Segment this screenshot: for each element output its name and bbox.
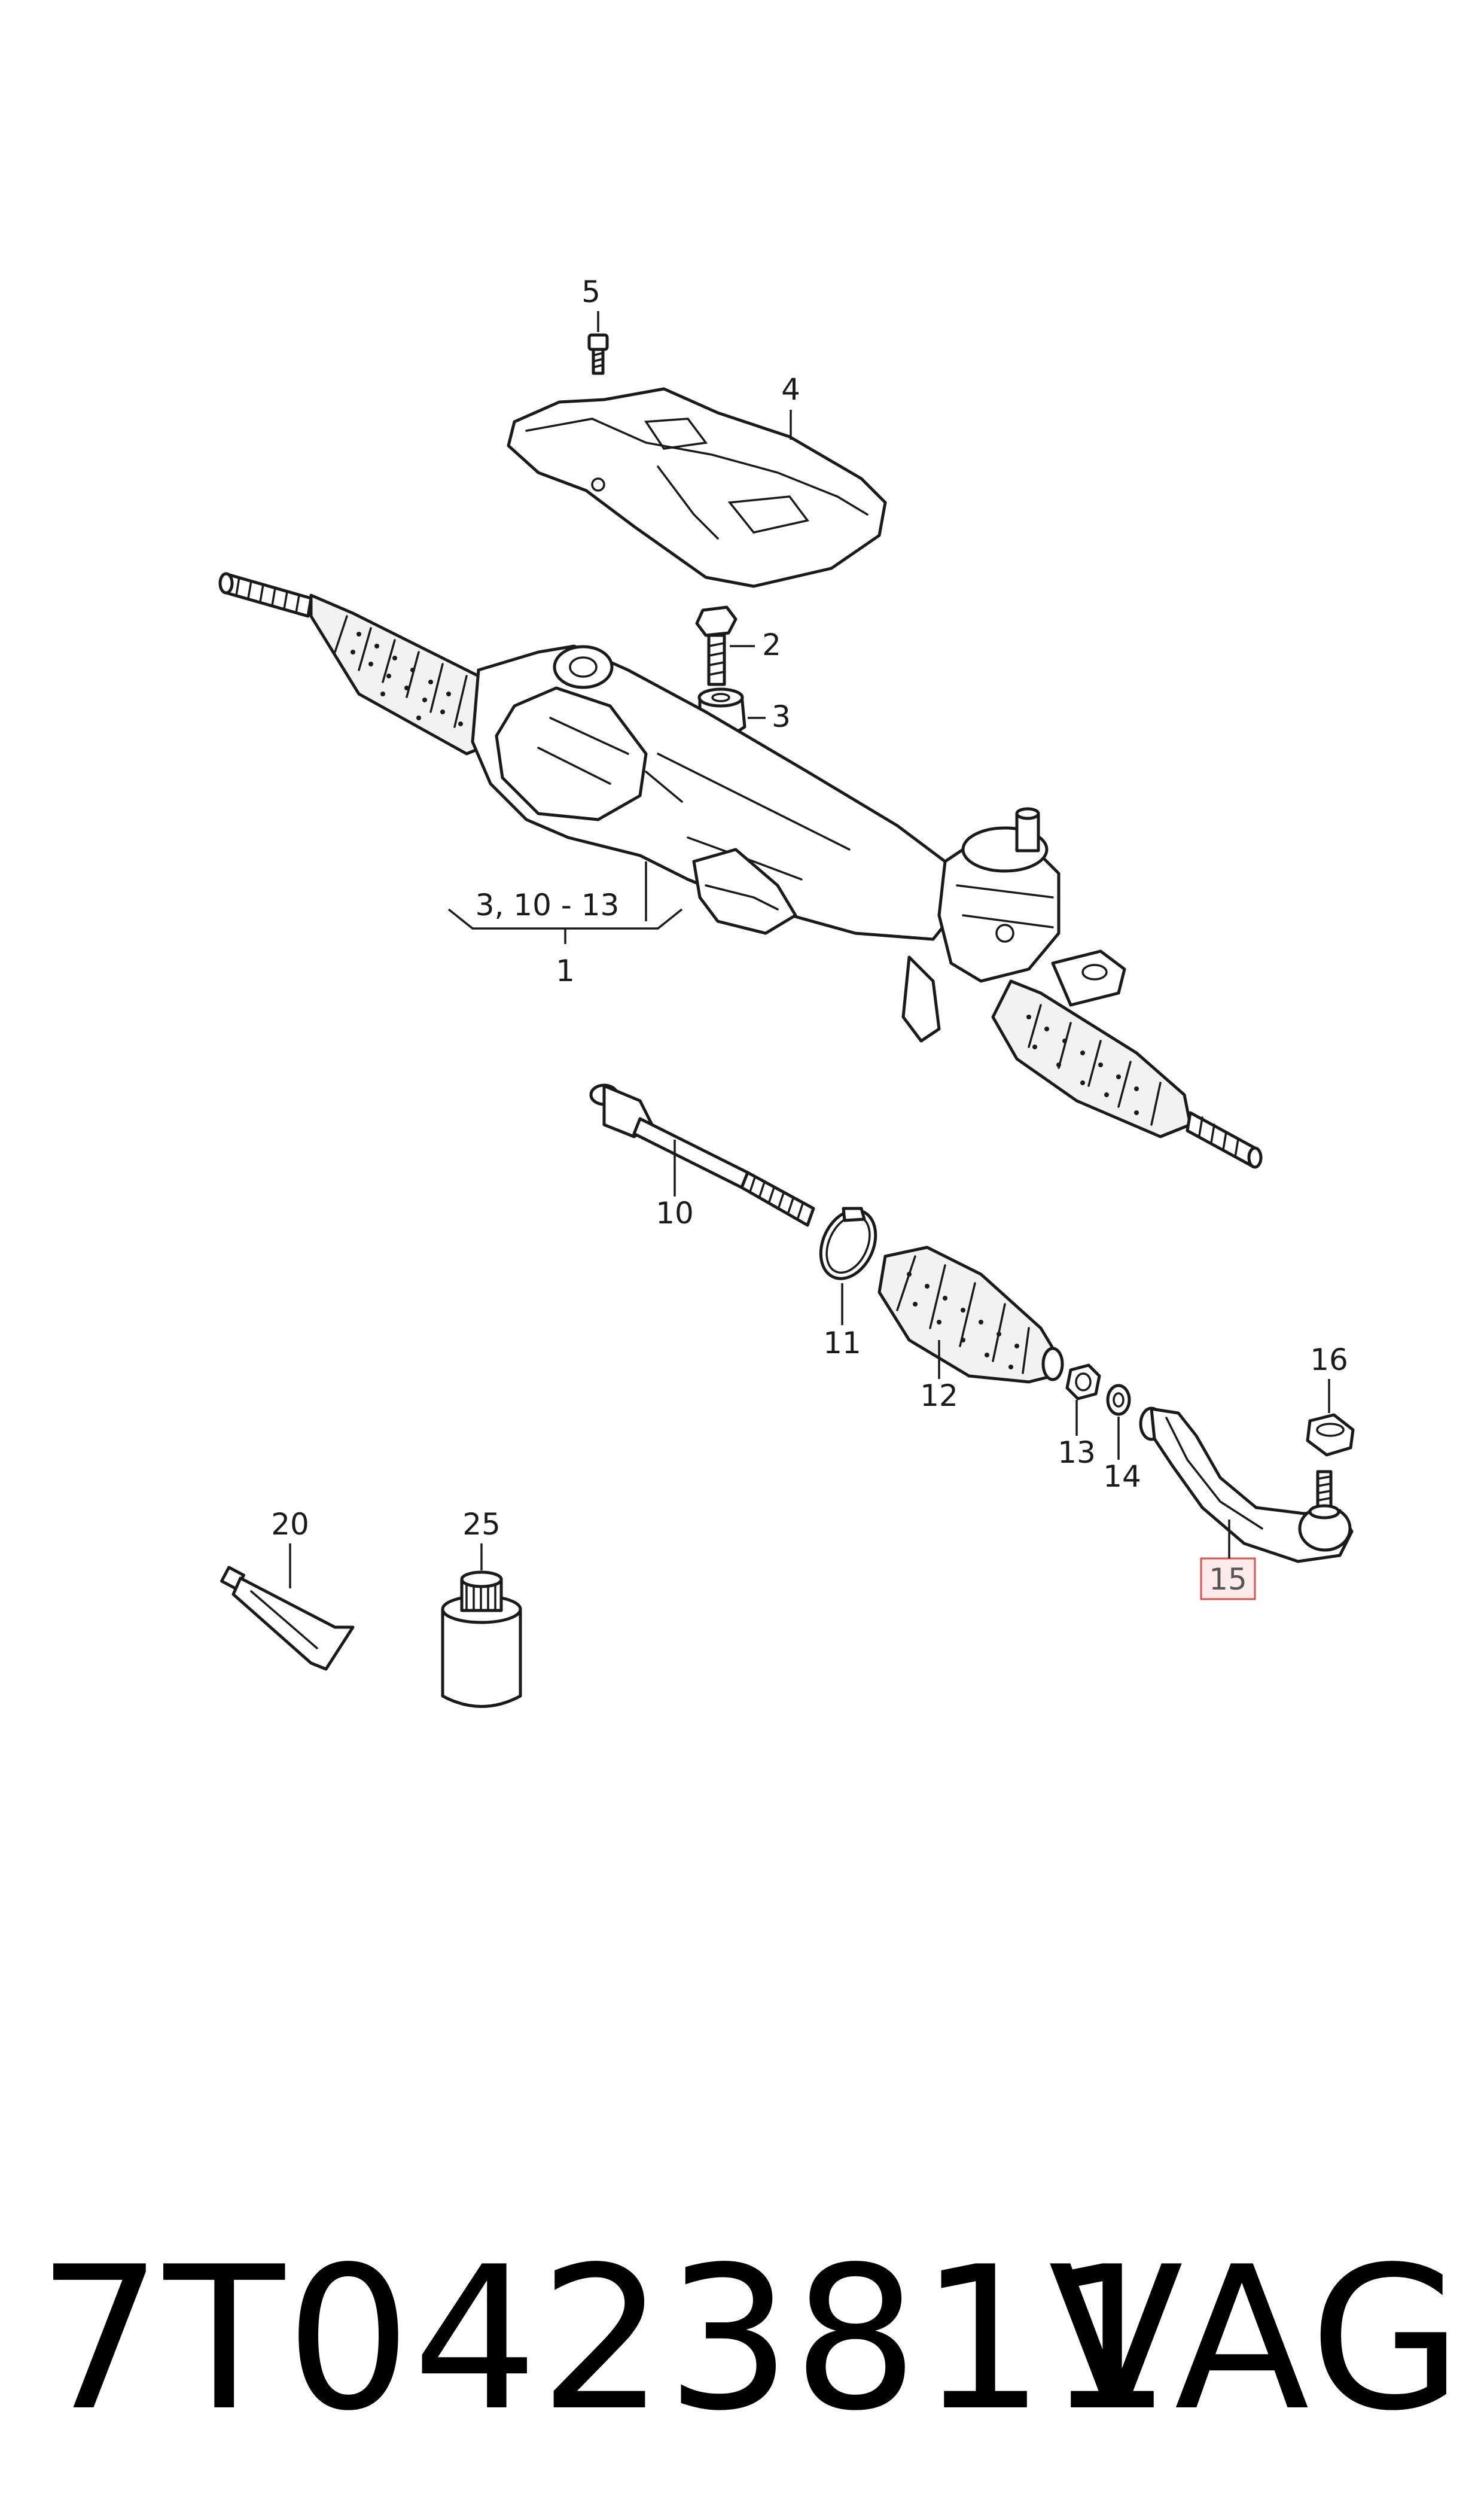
callout-1: 1	[556, 954, 575, 988]
part-20-grease-tube	[220, 1566, 355, 1671]
part-number: 7T0423811	[37, 2224, 1174, 2454]
part-2-bolt	[695, 605, 738, 686]
brand-name: VAG	[1048, 2224, 1466, 2454]
part-14-washer	[1106, 1384, 1131, 1416]
callout-11: 11	[823, 1326, 861, 1360]
part-12-boot	[877, 1246, 1064, 1384]
callout-14: 14	[1103, 1459, 1141, 1494]
part-16-nut	[1306, 1413, 1355, 1457]
part-1-steering-rack	[218, 572, 1263, 1169]
part-11-clamp	[819, 1207, 877, 1280]
callout-12: 12	[920, 1378, 958, 1413]
callout-15: 15	[1209, 1562, 1247, 1597]
callout-13: 13	[1058, 1435, 1096, 1470]
callout-range-3-10-13: 3, 10 - 13	[476, 888, 620, 922]
callout-25: 25	[462, 1507, 501, 1542]
callout-15-highlight-box	[1200, 1557, 1256, 1600]
callout-5: 5	[581, 275, 601, 309]
callout-2: 2	[762, 628, 781, 662]
callout-20: 20	[271, 1507, 309, 1542]
part-25-fluid-bottle	[441, 1570, 522, 1708]
parts-exploded-diagram: 5 4 2 3	[218, 275, 1355, 1708]
callout-10: 10	[656, 1196, 694, 1231]
callout-1-bracket	[447, 861, 683, 944]
callout-16: 16	[1310, 1342, 1348, 1377]
part-5-bolt	[587, 333, 609, 375]
part-13-nut	[1065, 1363, 1101, 1400]
callout-4: 4	[781, 372, 800, 407]
part-10-inner-tie-rod	[589, 1083, 815, 1227]
part-4-cover-plate	[507, 387, 887, 588]
part-15-tie-rod-end	[1139, 1406, 1354, 1563]
callout-3: 3	[772, 699, 791, 734]
